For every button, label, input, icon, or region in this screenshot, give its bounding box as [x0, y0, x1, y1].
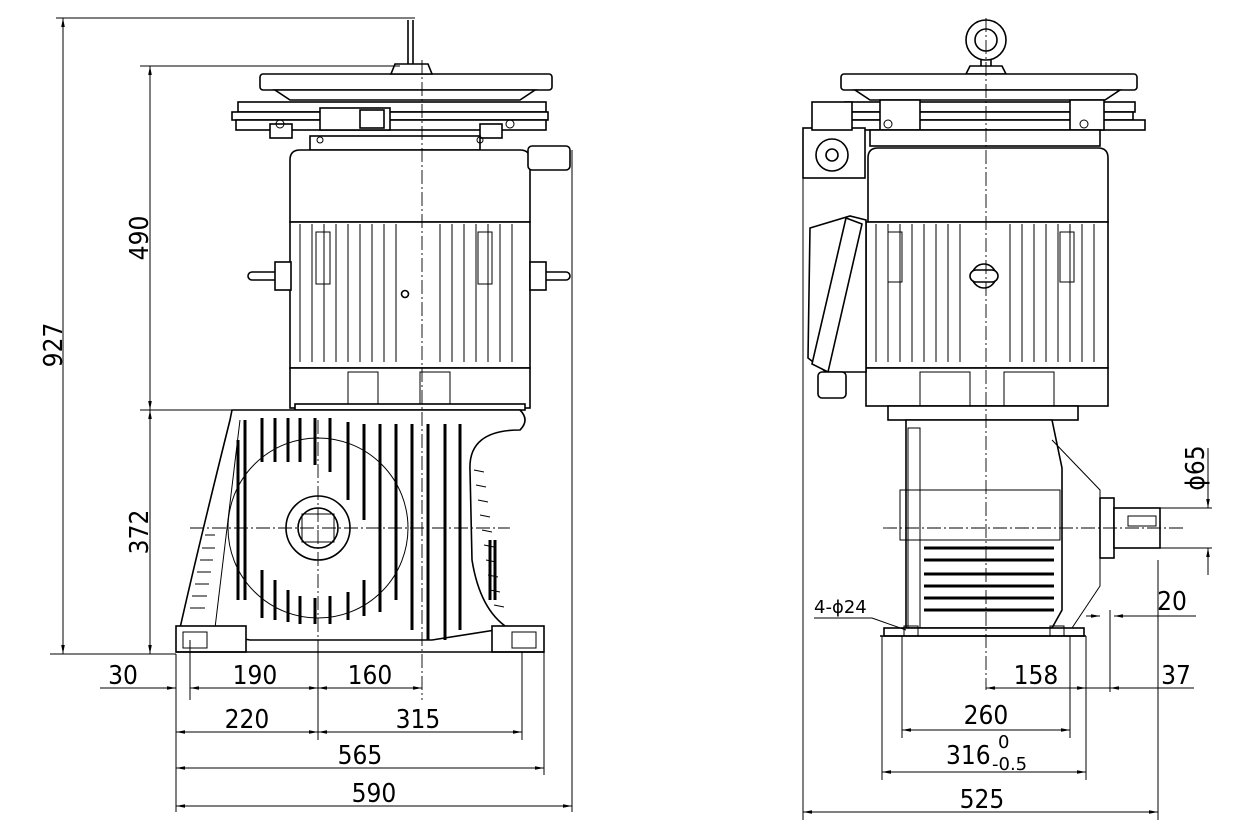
front-dimensions: ϕ65 20 4-ϕ24 158 37 260 316 0 -0.5 525 — [802, 128, 1212, 820]
dim-316-lower-tol: -0.5 — [992, 754, 1027, 775]
side-view — [175, 17, 571, 700]
dim-20: 20 — [1157, 587, 1187, 617]
front-motor-ribs — [875, 224, 1095, 362]
side-handwheel — [259, 17, 553, 101]
front-view — [802, 18, 1186, 690]
dim-316-upper-tol: 0 — [998, 732, 1009, 753]
side-brake-assembly — [231, 101, 549, 151]
dim-220: 220 — [225, 705, 270, 735]
dim-372: 372 — [125, 510, 155, 555]
side-motor — [247, 145, 571, 411]
side-motor-ribs — [299, 224, 513, 362]
dim-490: 490 — [125, 216, 155, 261]
dim-927: 927 — [39, 323, 69, 368]
dim-590: 590 — [352, 779, 397, 809]
dim-190: 190 — [233, 661, 278, 691]
dim-525: 525 — [960, 785, 1005, 815]
dim-30: 30 — [108, 661, 138, 691]
side-gearbox-fins — [190, 418, 505, 640]
dim-260: 260 — [964, 701, 1009, 731]
front-gearbox-fins — [924, 546, 1054, 612]
dim-160: 160 — [348, 661, 393, 691]
dim-315: 315 — [396, 705, 441, 735]
dim-316: 316 — [946, 741, 991, 771]
holes-callout: 4-ϕ24 — [814, 597, 867, 618]
dim-phi65: ϕ65 — [1181, 445, 1211, 490]
side-gearbox — [175, 409, 545, 653]
dim-565: 565 — [338, 741, 383, 771]
front-terminal-box — [807, 215, 867, 399]
dim-37: 37 — [1161, 661, 1191, 691]
dim-158: 158 — [1014, 661, 1059, 691]
side-dimensions: 927 490 372 30 190 160 220 315 565 590 — [39, 17, 573, 812]
